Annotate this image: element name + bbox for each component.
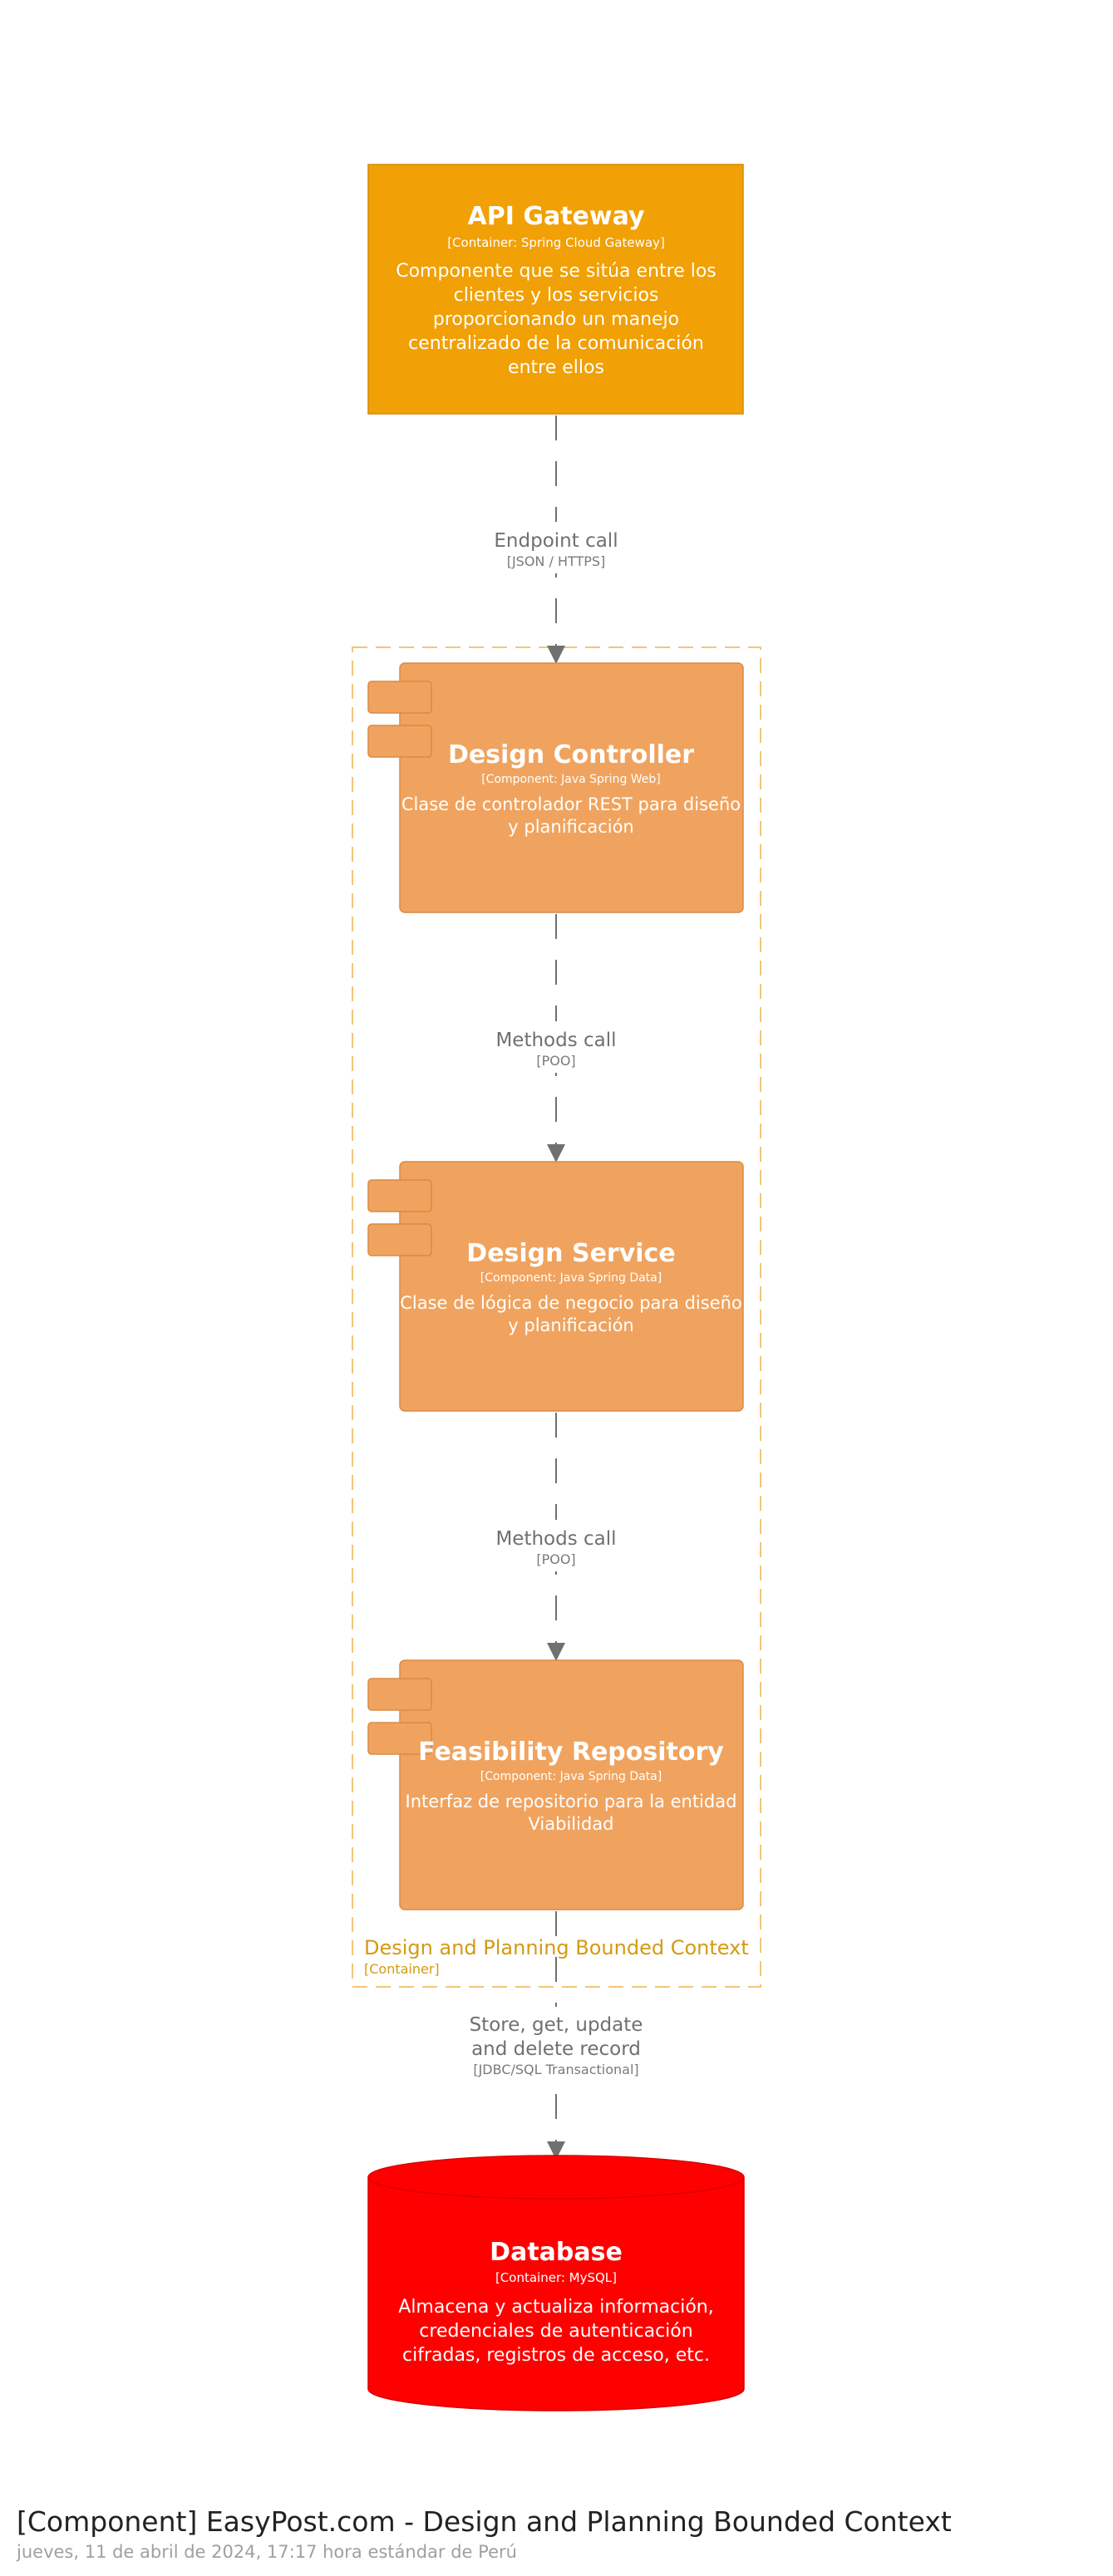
feasibility-repository-title: Feasibility Repository xyxy=(418,1738,724,1767)
database-tech: [Container: MySQL] xyxy=(495,2270,617,2285)
design-service-tech: [Component: Java Spring Data] xyxy=(480,1271,662,1285)
design-service-title: Design Service xyxy=(466,1239,675,1268)
design-controller-desc-line: y planificación xyxy=(508,817,633,837)
database-desc-line: credenciales de autenticación xyxy=(419,2321,692,2342)
component-port-icon xyxy=(367,1223,432,1256)
component-port-icon xyxy=(367,1722,432,1755)
api-gateway-desc-line: entre ellos xyxy=(508,357,604,378)
feasibility-repository-desc-line: Interfaz de repositorio para la entidad xyxy=(406,1792,737,1812)
relationship-tech: [JDBC/SQL Transactional] xyxy=(473,2062,638,2077)
database-container[interactable]: Database [Container: MySQL] Almacena y a… xyxy=(367,2155,745,2411)
database-desc-line: Almacena y actualiza información, xyxy=(398,2297,713,2318)
boundary-type-label: [Container] xyxy=(364,1961,440,1977)
feasibility-repository-component[interactable]: Feasibility Repository [Component: Java … xyxy=(367,1659,744,1910)
api-gateway-tech: [Container: Spring Cloud Gateway] xyxy=(447,235,665,250)
component-port-icon xyxy=(367,681,432,714)
relationship-label: Store, get, update xyxy=(470,2014,643,2036)
design-service-desc-line: y planificación xyxy=(508,1315,633,1335)
relationship-gateway-to-controller: Endpoint call [JSON / HTTPS] xyxy=(472,415,640,664)
diagram-date: jueves, 11 de abril de 2024, 17:17 hora … xyxy=(16,2542,517,2562)
api-gateway-desc-line: centralizado de la comunicación xyxy=(408,333,704,354)
api-gateway-title: API Gateway xyxy=(468,202,645,231)
relationship-tech: [JSON / HTTPS] xyxy=(507,553,606,569)
component-port-icon xyxy=(367,725,432,758)
relationship-label: Endpoint call xyxy=(494,530,618,552)
relationship-label: and delete record xyxy=(471,2038,641,2060)
relationship-label: Methods call xyxy=(495,1030,616,1051)
design-controller-desc-line: Clase de controlador REST para diseño xyxy=(401,794,741,814)
component-port-icon xyxy=(367,1678,432,1711)
design-planning-boundary: Design and Planning Bounded Context [Con… xyxy=(352,646,761,1988)
relationship-service-to-repository: Methods call [POO] xyxy=(480,1413,632,1661)
design-controller-tech: [Component: Java Spring Web] xyxy=(481,773,661,786)
api-gateway-desc-line: proporcionando un manejo xyxy=(433,309,679,330)
api-gateway-desc-line: Componente que se sitúa entre los xyxy=(396,261,717,282)
design-service-desc-line: Clase de lógica de negocio para diseño xyxy=(400,1293,742,1313)
relationship-tech: [POO] xyxy=(536,1551,575,1567)
database-title: Database xyxy=(490,2238,623,2267)
component-port-icon xyxy=(367,1179,432,1212)
boundary-title: Design and Planning Bounded Context xyxy=(364,1936,749,1959)
feasibility-repository-tech: [Component: Java Spring Data] xyxy=(480,1770,662,1783)
relationship-tech: [POO] xyxy=(536,1053,575,1069)
diagram-footer: [Component] EasyPost.com - Design and Pl… xyxy=(16,2505,952,2562)
relationship-label: Methods call xyxy=(495,1528,616,1550)
diagram-title: [Component] EasyPost.com - Design and Pl… xyxy=(17,2505,952,2538)
relationship-controller-to-service: Methods call [POO] xyxy=(480,914,632,1163)
design-service-component[interactable]: Design Service [Component: Java Spring D… xyxy=(367,1161,744,1412)
feasibility-repository-desc-line: Viabilidad xyxy=(529,1814,614,1834)
design-controller-component[interactable]: Design Controller [Component: Java Sprin… xyxy=(367,662,744,913)
api-gateway-container[interactable]: API Gateway [Container: Spring Cloud Gat… xyxy=(367,164,744,415)
design-controller-title: Design Controller xyxy=(448,740,694,769)
relationship-repository-to-database: Store, get, update and delete record [JD… xyxy=(449,1911,663,2160)
database-desc-line: cifradas, registros de acceso, etc. xyxy=(402,2345,710,2366)
api-gateway-desc-line: clientes y los servicios xyxy=(454,285,659,306)
